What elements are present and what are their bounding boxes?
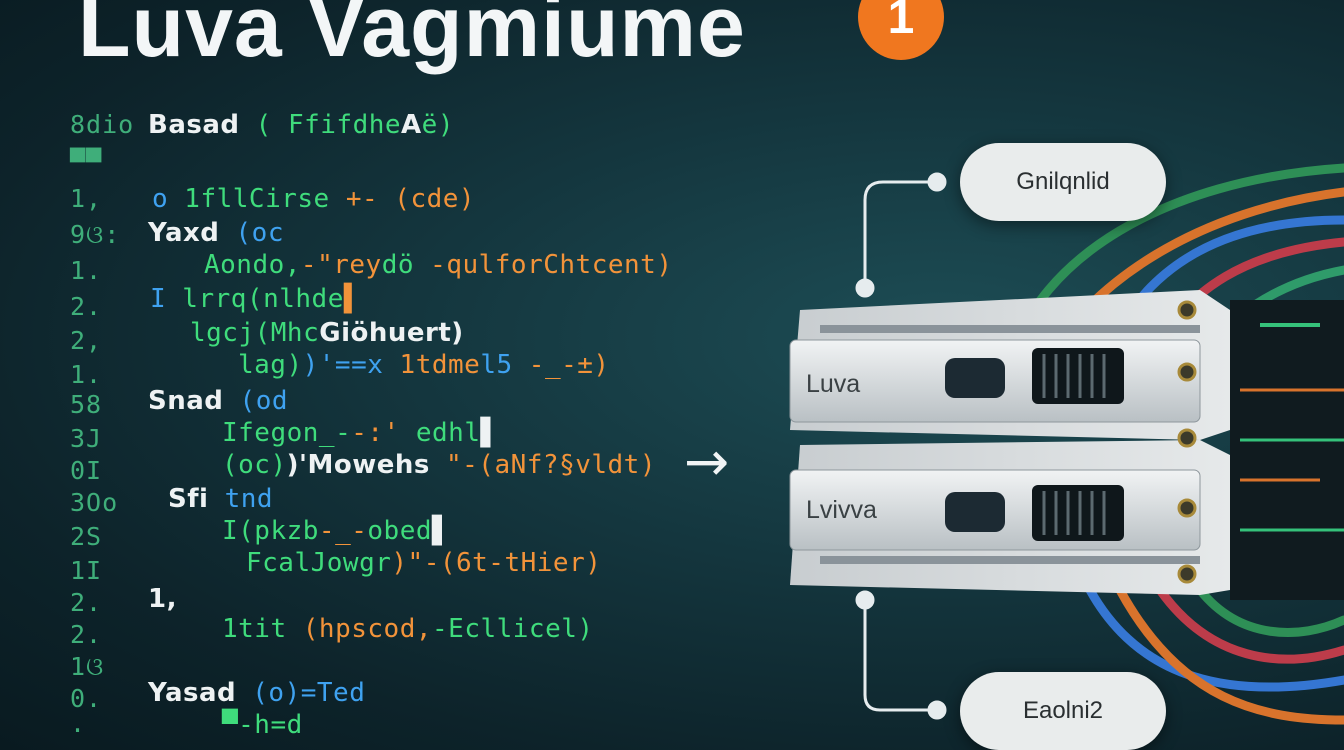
code-line: lag))'==x 1tdmel5 -_-±) xyxy=(238,350,610,380)
code-token: ë) xyxy=(421,110,454,140)
line-number: 1. xyxy=(70,360,103,389)
code-token: ▌ xyxy=(432,516,453,546)
code-token: +- xyxy=(345,184,379,214)
line-number: 0I xyxy=(70,456,103,485)
code-token: FcalJowgr xyxy=(246,548,392,578)
unit-bottom-label: Lvivva xyxy=(806,496,877,524)
code-line: Yasad (o)=Ted xyxy=(148,678,365,708)
code-token: lrrq(nlhde xyxy=(166,284,344,314)
code-token: 1, xyxy=(148,584,177,614)
code-token: lgcj(Mhc xyxy=(190,318,320,348)
line-number: 58 xyxy=(70,390,103,419)
code-line: ▀-h=d xyxy=(222,710,303,740)
line-number: 8dio xyxy=(70,110,135,139)
code-token: -qulforChtcent) xyxy=(414,250,673,280)
code-line: 1, xyxy=(148,584,177,614)
code-token: ▌ xyxy=(480,418,501,448)
code-token: Ifegon_- xyxy=(222,418,352,448)
code-line: (oc))'Mowehs "-(aNf?§vldt) xyxy=(222,450,656,480)
code-line: Ifegon_--:' edhl▌ xyxy=(222,418,501,448)
page-title: Luva Vagmiume xyxy=(78,0,746,75)
code-token: -_-±) xyxy=(512,350,610,380)
server-unit-bottom xyxy=(789,428,1230,595)
code-line: Yaxd (oc xyxy=(148,218,284,248)
code-token: 1fllCirse xyxy=(168,184,346,214)
line-number: 2. xyxy=(70,292,103,321)
code-token: -"rey xyxy=(300,250,382,280)
code-token: Aondo, xyxy=(204,250,301,280)
server-unit-top xyxy=(789,290,1230,440)
code-token: ▌ xyxy=(343,284,360,314)
line-number: ▀▀ xyxy=(70,148,103,177)
code-line: Basad ( FfifdheAë) xyxy=(148,110,454,140)
letter-badge-icon: 1 xyxy=(858,0,944,60)
code-token: Yaxd xyxy=(148,218,220,248)
line-number: · xyxy=(70,716,87,745)
line-number: 1. xyxy=(70,256,103,285)
code-token: )'==x xyxy=(302,350,384,380)
line-number: 1, xyxy=(70,184,103,213)
code-token: )"-(6t-tHier) xyxy=(391,548,602,578)
top-callout-pill: Gnilqnlid xyxy=(960,143,1166,221)
line-number: 2. xyxy=(70,588,103,617)
code-token: 1tit xyxy=(222,614,303,644)
code-token: (cde) xyxy=(378,184,476,214)
unit-top-label: Luva xyxy=(806,370,861,398)
code-line: FcalJowgr)"-(6t-tHier) xyxy=(246,548,601,578)
code-line: 1tit (hpscod,-Ecllicel) xyxy=(222,614,594,644)
code-token: Giöhuert) xyxy=(319,318,464,348)
code-line: I(pkzb-_-obed▌ xyxy=(222,516,453,546)
code-token: A xyxy=(401,110,422,140)
code-token: obed xyxy=(367,516,433,546)
line-number: 0. xyxy=(70,684,103,713)
code-token: Yasad xyxy=(148,678,237,708)
line-number: 3J xyxy=(70,424,103,453)
connector-lines xyxy=(855,172,947,720)
line-number: 1I xyxy=(70,556,103,585)
code-token: tnd xyxy=(208,484,274,514)
code-token: -:' xyxy=(351,418,400,448)
arrow-right-icon: → xyxy=(684,430,730,493)
line-number: 2, xyxy=(70,326,103,355)
code-token: I(pkzb xyxy=(222,516,319,546)
code-token: (hpscod, xyxy=(302,614,433,644)
code-token: -Ecllicel) xyxy=(432,614,594,644)
line-number: 1ଓ xyxy=(70,652,105,681)
code-token: Snad xyxy=(148,386,224,416)
code-token: (oc) xyxy=(222,450,287,480)
code-token: ▀-h=d xyxy=(222,710,303,740)
code-token: ( Ffifdhe xyxy=(239,110,402,140)
server-illustration xyxy=(789,163,1344,725)
line-number: 2. xyxy=(70,620,103,649)
code-token: l5 xyxy=(480,350,513,380)
code-token: edhl xyxy=(399,418,481,448)
code-token: -_- xyxy=(318,516,368,546)
code-token: (o)=Ted xyxy=(236,678,366,708)
code-token: "-(aNf?§vldt) xyxy=(429,450,656,480)
code-line: I lrrq(nlhde▌ xyxy=(150,284,360,314)
code-token: dö xyxy=(381,250,415,280)
code-token: I xyxy=(150,284,167,314)
code-token: Sfi xyxy=(168,484,209,514)
line-number: 9ଓ: xyxy=(70,220,121,249)
code-line: Snad (od xyxy=(148,386,288,416)
code-line: Sfi tnd xyxy=(168,484,273,514)
line-number: 3Oo xyxy=(70,488,119,517)
code-line: o 1fllCirse +- (cde) xyxy=(152,184,475,214)
code-line: lgcj(MhcGiöhuert) xyxy=(190,318,464,348)
code-line: Aondo,-"reydö -qulforChtcent) xyxy=(204,250,672,280)
code-token: Basad xyxy=(148,110,240,140)
line-number: 2S xyxy=(70,522,103,551)
code-token: (oc xyxy=(219,218,284,248)
code-token: lag) xyxy=(238,350,303,380)
code-token: 1tdme xyxy=(383,350,481,380)
code-token: )'Mowehs xyxy=(286,450,430,480)
code-token: o xyxy=(152,184,169,214)
bottom-callout-pill: Eaolni2 xyxy=(960,672,1166,750)
code-token: (od xyxy=(223,386,289,416)
